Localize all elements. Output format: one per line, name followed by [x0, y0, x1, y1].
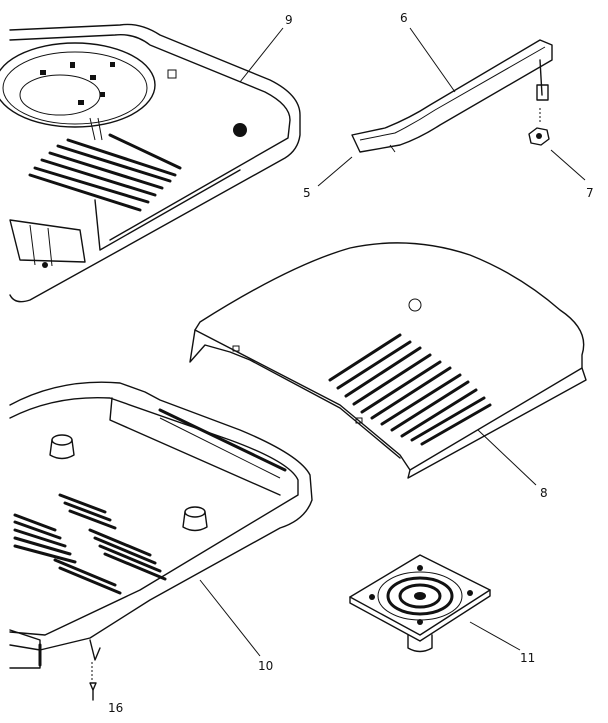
callout-5: 5	[303, 186, 311, 200]
callout-6: 6	[400, 11, 408, 25]
leader-10	[199, 579, 261, 657]
part-6-handle-arm	[351, 39, 553, 153]
callout-11: 11	[520, 651, 535, 665]
part-10-lower-base	[9, 381, 313, 680]
leader-8	[477, 429, 537, 486]
part-9-base-plate	[0, 23, 301, 303]
callout-7: 7	[586, 186, 594, 200]
part-8-cover	[189, 242, 587, 479]
leader-6	[409, 27, 456, 93]
leader-5	[317, 156, 353, 187]
part-7-nut	[528, 108, 550, 146]
callout-9: 9	[285, 13, 293, 27]
callout-16: 16	[108, 701, 123, 715]
part-16-screw	[89, 682, 97, 701]
leader-lines	[199, 27, 586, 657]
leader-11	[469, 621, 521, 651]
leader-9	[239, 27, 284, 83]
callout-8: 8	[540, 486, 548, 500]
leader-7	[550, 149, 586, 181]
callout-10: 10	[258, 659, 273, 673]
part-11-motor-plate	[349, 554, 491, 653]
